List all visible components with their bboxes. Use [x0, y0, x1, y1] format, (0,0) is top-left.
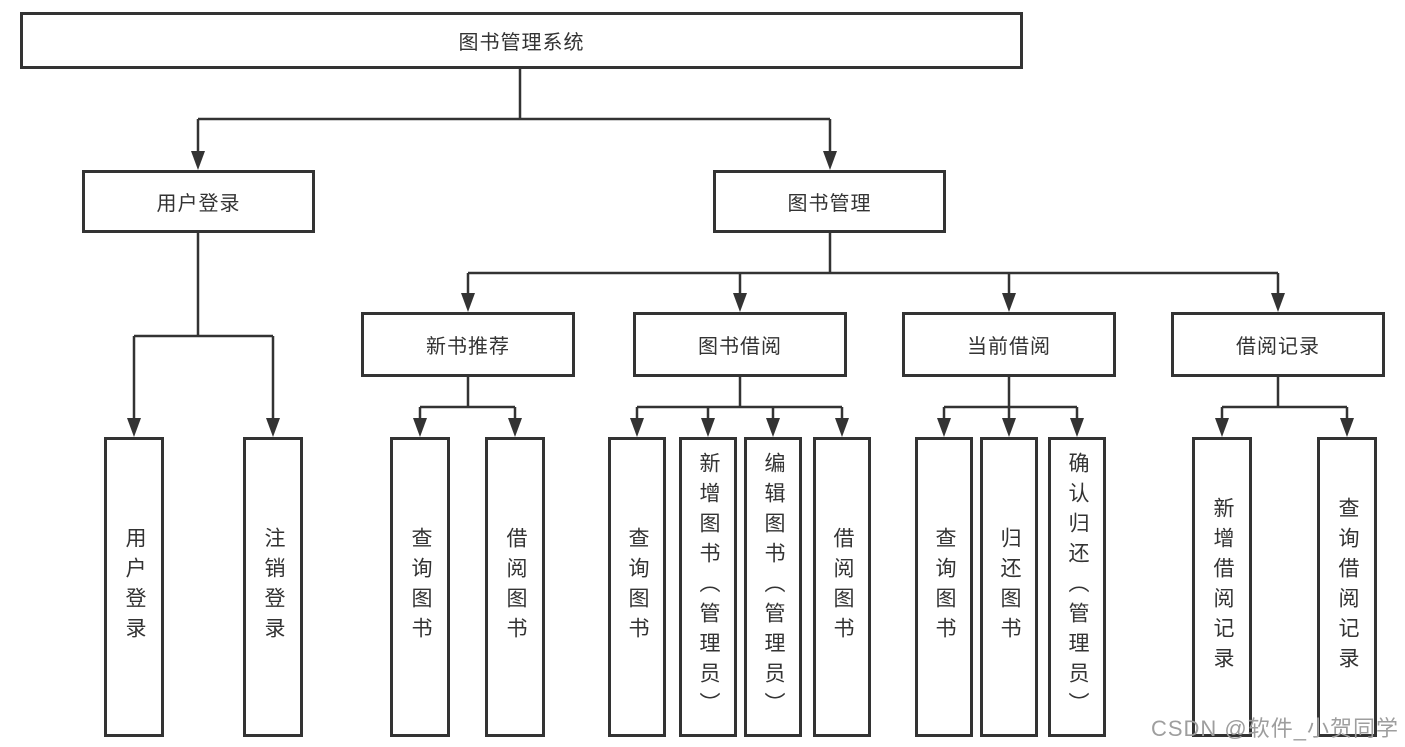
- leaf-user-login-label: 用户登录: [123, 527, 146, 647]
- leaf-logout: 注销登录: [243, 437, 303, 737]
- node-user-login: 用户登录: [82, 170, 315, 233]
- leaf-query-book-2: 查询图书: [608, 437, 666, 737]
- node-borrow-record-label: 借阅记录: [1236, 336, 1320, 358]
- node-new-book-recommend-label: 新书推荐: [426, 336, 510, 358]
- leaf-query-book-3-label: 查询图书: [933, 527, 956, 647]
- node-book-borrow: 图书借阅: [633, 312, 847, 377]
- node-new-book-recommend: 新书推荐: [361, 312, 575, 377]
- leaf-return-book-label: 归还图书: [998, 527, 1021, 647]
- leaf-borrow-book-1-label: 借阅图书: [504, 527, 527, 647]
- leaf-query-book-1: 查询图书: [390, 437, 450, 737]
- leaf-add-borrow-record: 新增借阅记录: [1192, 437, 1252, 737]
- node-book-management-label: 图书管理: [787, 193, 872, 215]
- leaf-add-borrow-record-label: 新增借阅记录: [1211, 497, 1234, 677]
- leaf-add-book-admin-label: 新增图书（管理员）: [697, 452, 720, 722]
- leaf-edit-book-admin: 编辑图书（管理员）: [744, 437, 802, 737]
- leaf-logout-label: 注销登录: [262, 527, 285, 647]
- node-user-login-label: 用户登录: [156, 193, 241, 215]
- leaf-confirm-return-admin: 确认归还（管理员）: [1048, 437, 1106, 737]
- leaf-return-book: 归还图书: [980, 437, 1038, 737]
- leaf-edit-book-admin-label: 编辑图书（管理员）: [762, 452, 785, 722]
- node-current-borrow: 当前借阅: [902, 312, 1116, 377]
- leaf-query-book-1-label: 查询图书: [409, 527, 432, 647]
- watermark: CSDN @软件_小贺同学: [1150, 716, 1399, 741]
- node-book-management: 图书管理: [713, 170, 946, 233]
- leaf-borrow-book-1: 借阅图书: [485, 437, 545, 737]
- leaf-query-borrow-record-label: 查询借阅记录: [1336, 497, 1359, 677]
- node-borrow-record: 借阅记录: [1171, 312, 1385, 377]
- leaf-borrow-book-2: 借阅图书: [813, 437, 871, 737]
- leaf-confirm-return-admin-label: 确认归还（管理员）: [1066, 452, 1089, 722]
- node-current-borrow-label: 当前借阅: [967, 336, 1051, 358]
- leaf-query-borrow-record: 查询借阅记录: [1317, 437, 1377, 737]
- node-root-label: 图书管理系统: [458, 32, 585, 54]
- leaf-query-book-3: 查询图书: [915, 437, 973, 737]
- leaf-user-login: 用户登录: [104, 437, 164, 737]
- leaf-add-book-admin: 新增图书（管理员）: [679, 437, 737, 737]
- leaf-query-book-2-label: 查询图书: [626, 527, 649, 647]
- node-root: 图书管理系统: [20, 12, 1023, 69]
- node-book-borrow-label: 图书借阅: [698, 336, 782, 358]
- leaf-borrow-book-2-label: 借阅图书: [831, 527, 854, 647]
